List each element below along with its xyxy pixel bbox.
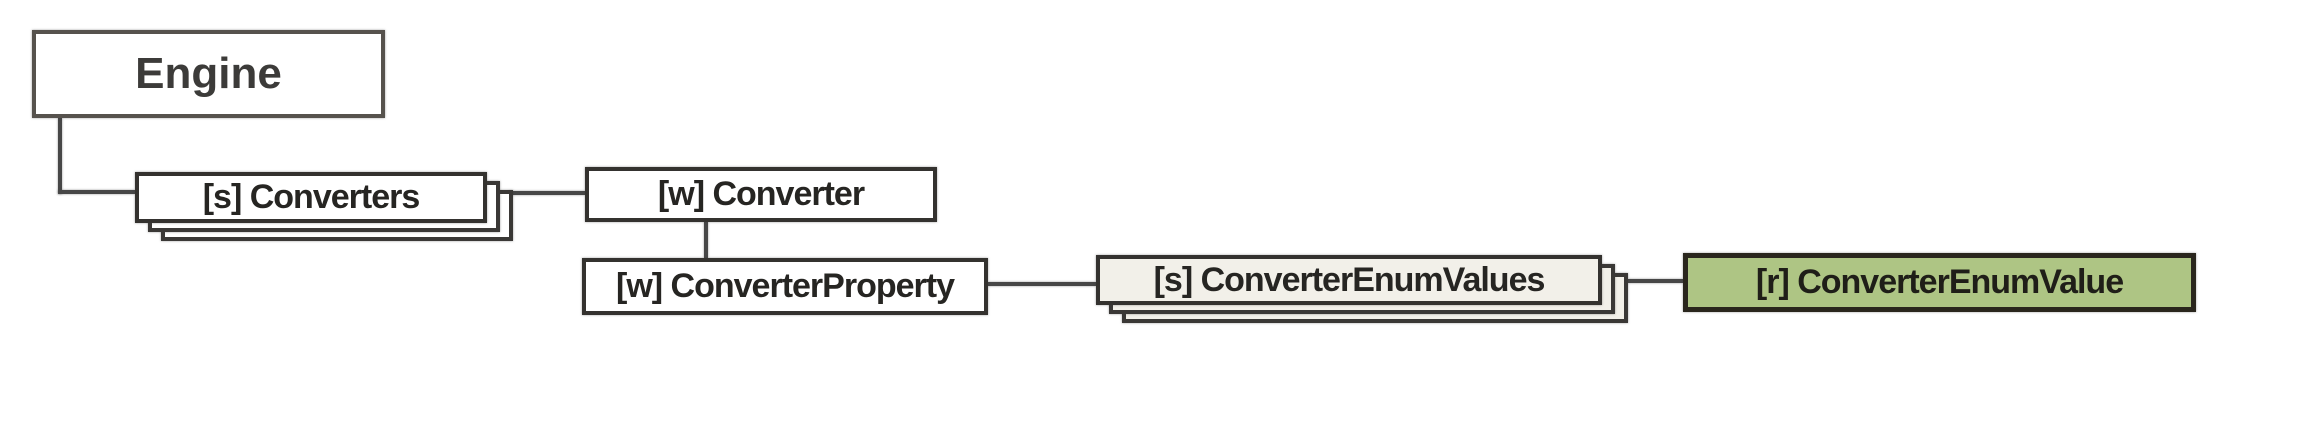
connector-engine-to-converters-vertical [58,118,62,194]
node-engine-label: Engine [135,49,282,98]
node-converters[interactable]: [s] Converters [135,172,513,241]
node-converter-label: [w] Converter [657,175,865,213]
node-converter-property-box[interactable]: [w] ConverterProperty [582,258,988,315]
node-converter-box[interactable]: [w] Converter [585,167,937,222]
node-engine-box[interactable]: Engine [32,30,385,118]
connector-converter-to-converterproperty [704,222,708,258]
node-converter-enum-values[interactable]: [s] ConverterEnumValues [1096,255,1628,323]
connector-converterproperty-to-converterenumvalues [988,282,1096,286]
node-converter-enum-value[interactable]: [r] ConverterEnumValue [1683,253,2196,312]
node-converter-enum-value-box[interactable]: [r] ConverterEnumValue [1683,253,2196,312]
node-converter[interactable]: [w] Converter [585,167,937,222]
connector-converterenumvalues-to-converterenumvalue [1628,279,1683,283]
node-converters-label: [s] Converters [202,178,421,216]
node-converter-enum-values-box[interactable]: [s] ConverterEnumValues [1096,255,1602,305]
node-engine[interactable]: Engine [32,30,385,118]
node-converter-enum-value-label: [r] ConverterEnumValue [1755,263,2124,301]
connector-engine-to-converters-horizontal [58,190,135,194]
node-converters-box[interactable]: [s] Converters [135,172,487,223]
node-converter-property[interactable]: [w] ConverterProperty [582,258,988,315]
connector-converters-to-converter [509,191,585,195]
node-converter-enum-values-label: [s] ConverterEnumValues [1153,260,1546,299]
node-converter-property-label: [w] ConverterProperty [616,267,955,305]
